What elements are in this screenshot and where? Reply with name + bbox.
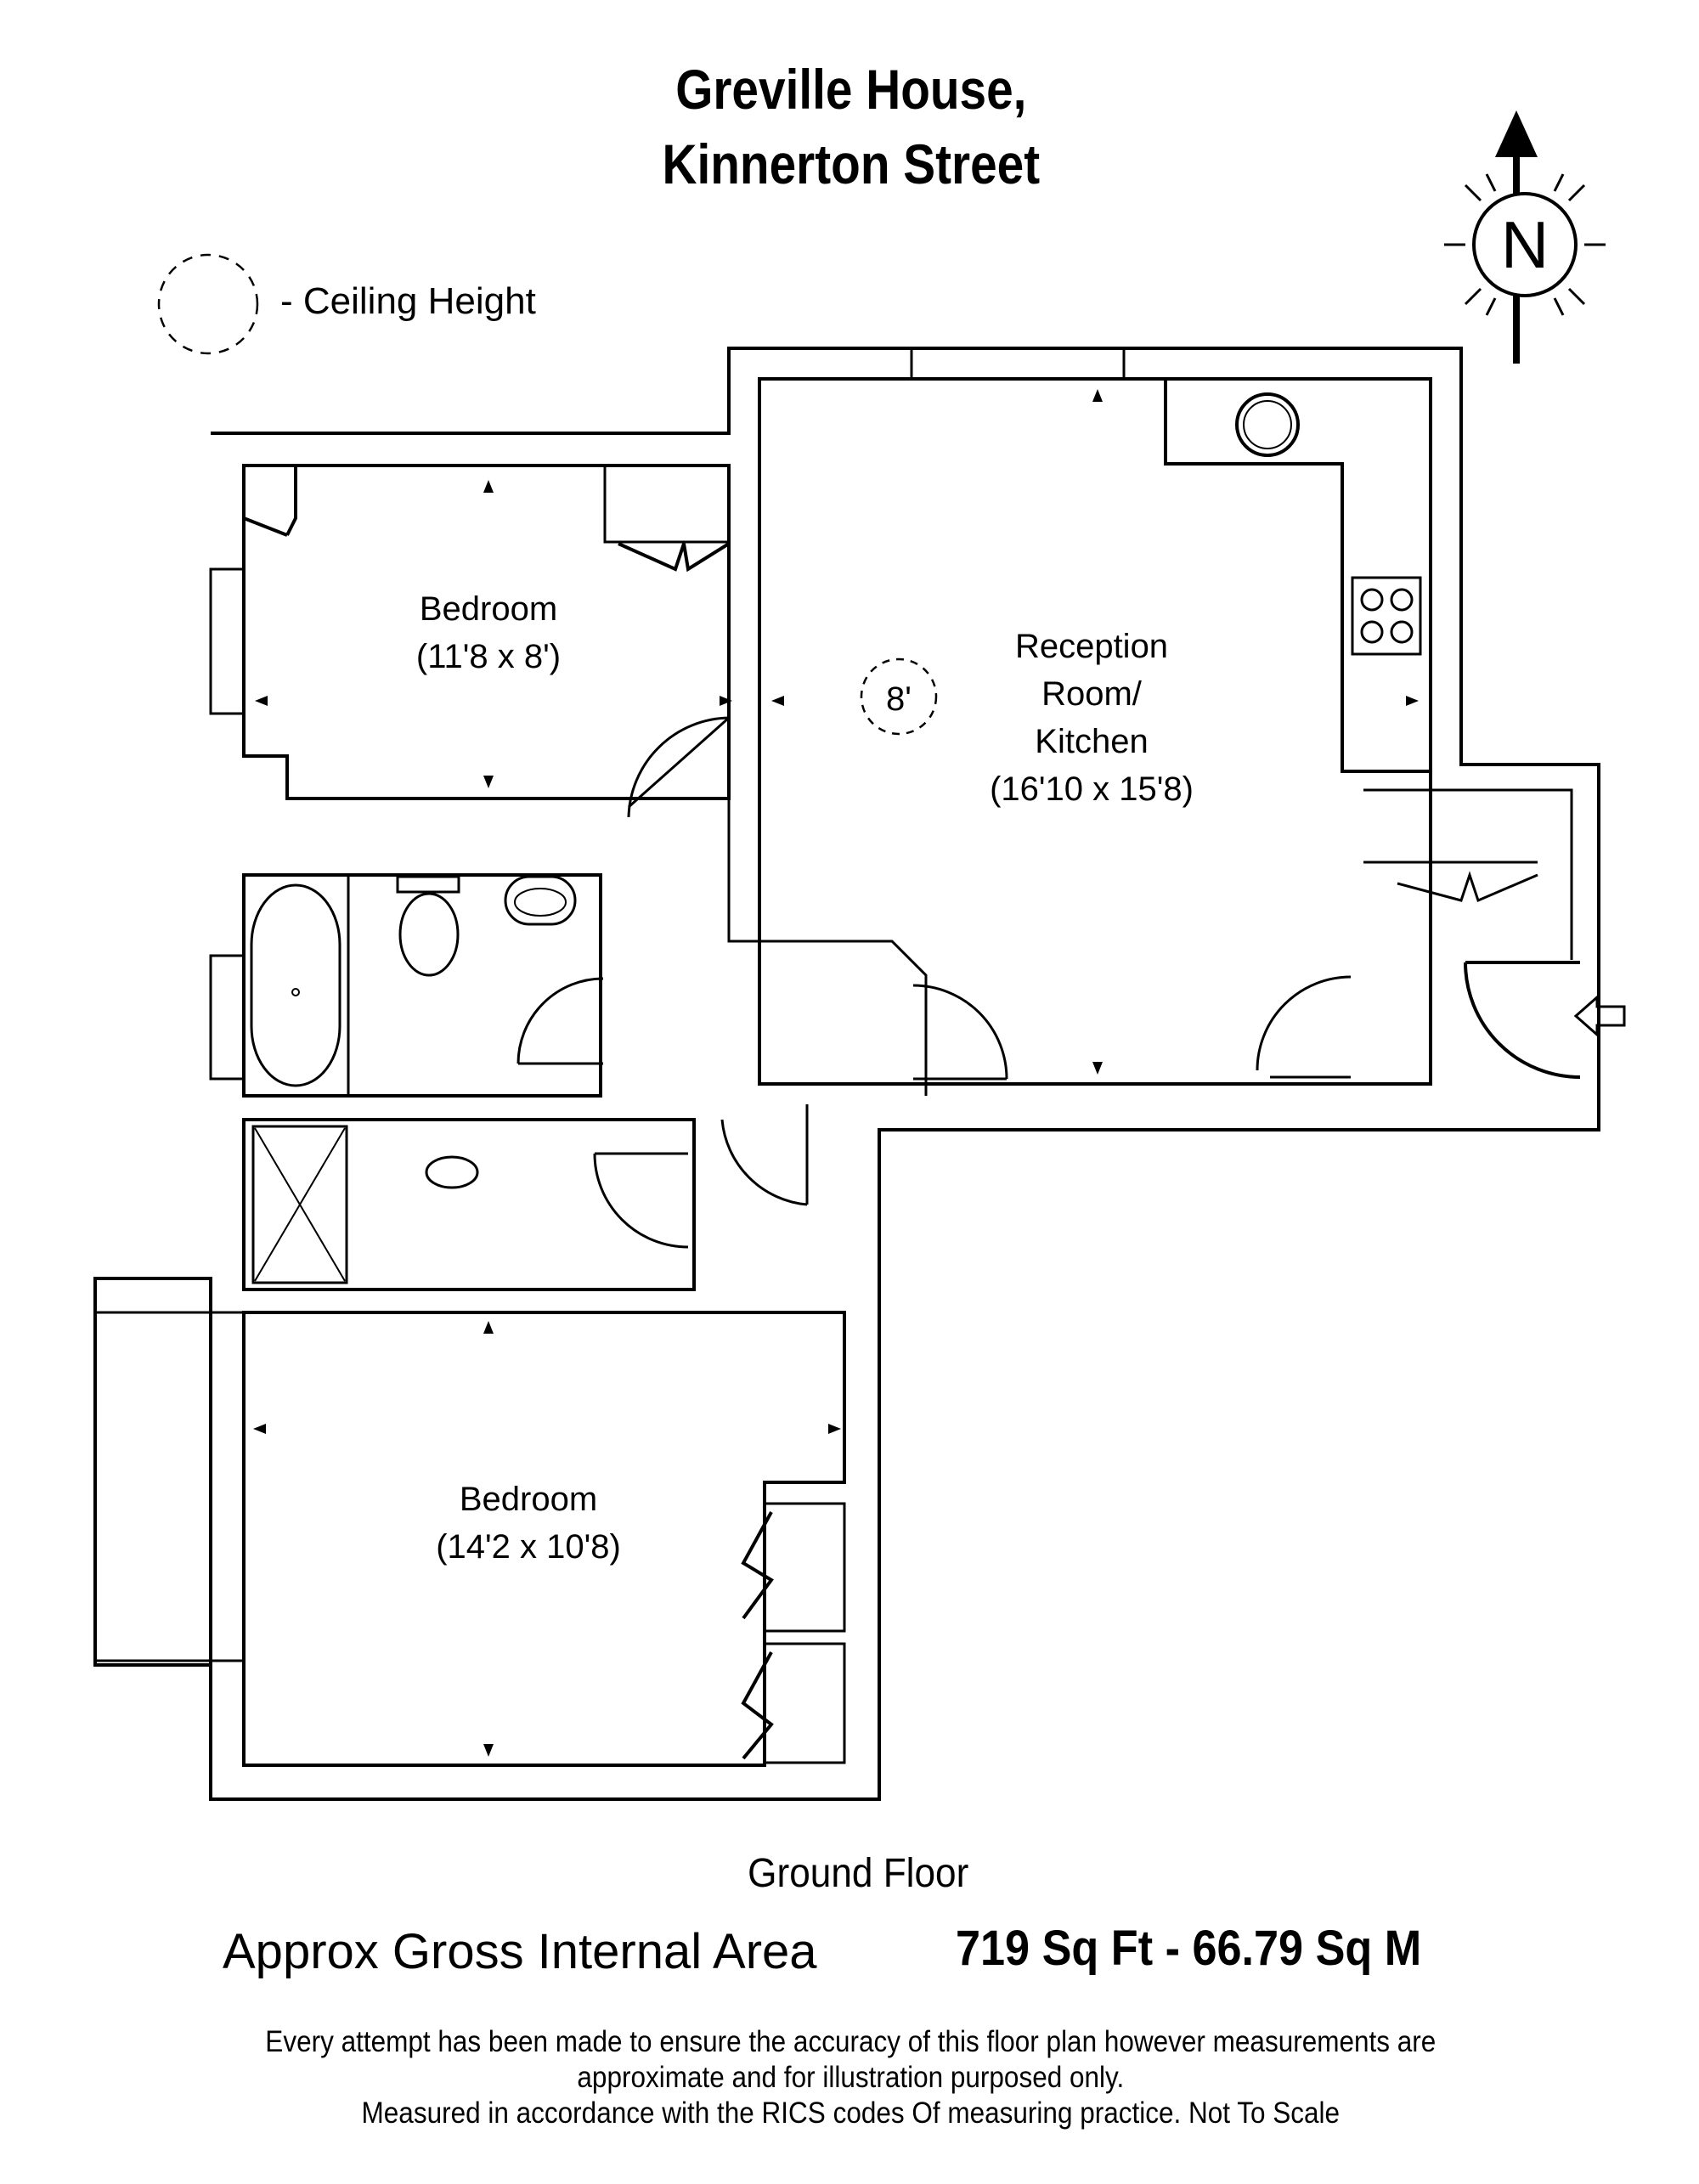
- reception-window: [910, 347, 1126, 381]
- bedroom1-window: [209, 567, 246, 715]
- floor-name: Ground Floor: [748, 1851, 969, 1896]
- reception-name-line2: Room/: [1041, 675, 1143, 713]
- area-label: Approx Gross Internal Area: [223, 1924, 817, 1979]
- bay-wall: [93, 1278, 212, 1799]
- page-title-line-1: Greville House,: [675, 58, 1027, 121]
- entrance-door: [1464, 961, 1581, 1079]
- ceiling-height-value: 8': [886, 680, 912, 718]
- disclaimer-line-2: approximate and for illustration purpose…: [577, 2061, 1125, 2094]
- ceiling-height-marker-icon: [860, 657, 938, 736]
- bedroom2-wardrobe: [741, 1502, 846, 1764]
- reception-name-line3: Kitchen: [1035, 723, 1148, 760]
- bedroom2-outline: [242, 1311, 846, 1767]
- bedroom1-size: (11'8 x 8'): [416, 638, 561, 675]
- dimension-markers: [253, 389, 1419, 1757]
- basin-icon: [504, 875, 577, 926]
- bedroom1-wardrobe-left: [243, 464, 297, 537]
- sink-icon: [1235, 392, 1300, 457]
- toilet-icon: [396, 875, 460, 977]
- bedroom1-name: Bedroom: [420, 590, 557, 628]
- kitchen-counter: [1164, 379, 1431, 773]
- reception-door-right: [1256, 975, 1352, 1079]
- entrance-arrow-icon: [1573, 994, 1626, 1038]
- hall-wall: [727, 799, 928, 1096]
- bathroom-window: [209, 954, 246, 1081]
- north-compass-icon: [1444, 110, 1606, 364]
- shower-basin-icon: [425, 1155, 479, 1189]
- bedroom1-wardrobe-right: [603, 464, 731, 573]
- compass-label: N: [1501, 207, 1549, 282]
- legend-ceiling-height-label: - Ceiling Height: [280, 280, 536, 322]
- bedroom1-door: [627, 716, 730, 818]
- area-value: 719 Sq Ft - 66.79 Sq M: [956, 1921, 1422, 1976]
- entrance-cupboard: [1363, 788, 1573, 960]
- disclaimer-line-1: Every attempt has been made to ensure th…: [265, 2025, 1437, 2058]
- shower-room-outline: [242, 1118, 696, 1291]
- page-title-line-2: Kinnerton Street: [662, 133, 1041, 195]
- shower-room-door: [593, 1152, 689, 1249]
- legend-ceiling-circle-icon: [157, 253, 259, 355]
- outer-wall: [93, 347, 1600, 1801]
- reception-size: (16'10 x 15'8): [990, 770, 1194, 808]
- hall-door: [720, 1104, 809, 1206]
- disclaimer-line-3: Measured in accordance with the RICS cod…: [361, 2097, 1341, 2130]
- hob-icon: [1351, 576, 1422, 656]
- bedroom2-size: (14'2 x 10'8): [436, 1528, 621, 1566]
- bathroom-door: [516, 977, 604, 1065]
- shower-tray-icon: [251, 1125, 348, 1284]
- bedroom2-bay-window: [93, 1311, 246, 1662]
- bedroom2-name: Bedroom: [460, 1481, 597, 1518]
- bathtub-icon: [250, 883, 341, 1087]
- reception-door-left: [912, 984, 1008, 1081]
- reception-name-line1: Reception: [1015, 628, 1168, 665]
